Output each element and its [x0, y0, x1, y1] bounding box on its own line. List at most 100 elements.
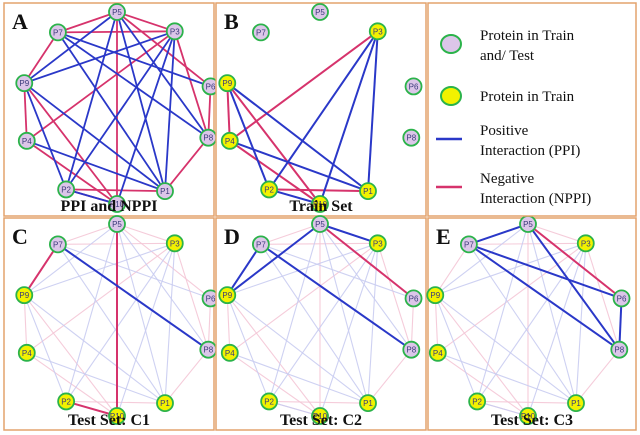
protein-node-circle [15, 286, 34, 305]
protein-node-circle [48, 23, 67, 42]
negative-edge-p7-p9 [23, 31, 59, 84]
faded-negative-edge-p7-p3 [468, 242, 586, 245]
faded-negative-edge-p8-p1 [164, 349, 209, 404]
protein-node-circle [15, 74, 34, 93]
faded-negative-edge-p5-p3 [116, 223, 175, 244]
protein-node-circle [48, 235, 67, 254]
protein-node-label: P6 [617, 294, 627, 303]
positive-edge-p4-p1 [229, 139, 369, 193]
panel-caption: PPI and NPPI [61, 198, 158, 215]
positive-edge-p5-p8 [116, 11, 210, 139]
protein-node-label: P8 [614, 346, 624, 355]
protein-node-circle [359, 394, 377, 413]
negative-edge-p3-p8 [173, 31, 210, 138]
faded-negative-edge-p3-p4 [437, 242, 587, 354]
protein-node-circle [57, 392, 76, 411]
negative-edge-p9-p10 [23, 82, 118, 205]
protein-node-label: P3 [170, 239, 180, 248]
faded-positive-edge-p3-p2 [476, 243, 587, 402]
protein-node-p9: P9 [218, 286, 237, 305]
faded-positive-edge-p5-p2 [476, 223, 529, 402]
protein-node-label: P10 [521, 412, 536, 421]
protein-node-p3: P3 [165, 234, 184, 253]
protein-node-p8: P8 [610, 340, 629, 359]
faded-negative-edge-p9-p10 [226, 294, 321, 417]
positive-edge-p5-p1 [116, 11, 166, 192]
protein-node-p8: P8 [199, 340, 218, 359]
protein-node-label: P1 [571, 399, 581, 408]
positive-edge-p4-p1 [26, 139, 166, 192]
edges [23, 223, 212, 417]
protein-node-label: P9 [222, 291, 232, 300]
protein-node-p2: P2 [57, 392, 76, 411]
negative-edge-p7-p5 [57, 11, 118, 34]
protein-node-label: P9 [19, 291, 29, 300]
panel-letter: E [436, 224, 451, 249]
faded-positive-edge-p5-p1 [527, 223, 577, 404]
faded-positive-edge-p7-p6 [260, 243, 414, 299]
faded-positive-edge-p3-p9 [24, 242, 175, 296]
faded-negative-edge-p3-p8 [377, 243, 412, 350]
protein-node-label: P2 [61, 397, 71, 406]
protein-node-p8: P8 [402, 128, 421, 147]
protein-node-circle [251, 23, 270, 42]
negative-edge-p9-p4 [23, 83, 28, 141]
protein-node-label: P1 [363, 187, 373, 196]
faded-negative-edge-p7-p5 [260, 223, 321, 245]
protein-node-p5: P5 [311, 215, 329, 233]
legend-node-symbol [440, 34, 462, 54]
protein-node-p8: P8 [199, 128, 218, 147]
protein-node-circle [251, 235, 270, 254]
faded-negative-edge-p5-p3 [527, 223, 586, 244]
faded-positive-edge-p5-p8 [319, 223, 412, 350]
faded-positive-edge-p7-p1 [260, 244, 369, 404]
panel-letter: A [12, 9, 28, 34]
negative-edge-p9-p10 [226, 82, 321, 205]
positive-edge-p3-p10 [116, 31, 176, 205]
protein-node-p3: P3 [165, 22, 184, 41]
protein-node-circle [576, 234, 595, 253]
protein-node-circle [220, 343, 239, 362]
protein-node-p4: P4 [428, 343, 447, 362]
protein-node-label: P6 [206, 294, 216, 303]
protein-node-circle [468, 392, 487, 411]
faded-negative-edge-p7-p9 [434, 244, 470, 296]
protein-node-label: P5 [112, 8, 122, 17]
protein-node-label: P7 [464, 240, 474, 249]
protein-node-p8: P8 [402, 340, 421, 359]
protein-node-p10: P10 [311, 195, 329, 213]
protein-node-circle [610, 340, 629, 359]
protein-node-p2: P2 [260, 392, 279, 411]
faded-positive-edge-p7-p1 [57, 244, 166, 404]
positive-edge-p5-p3 [319, 223, 379, 245]
legend-label: Interaction (NPPI) [480, 191, 591, 207]
faded-positive-edge-p3-p9 [435, 242, 586, 296]
protein-node-circle [567, 394, 585, 413]
protein-node-circle [311, 215, 329, 233]
protein-node-label: P7 [53, 28, 63, 37]
negative-edge-p3-p4 [26, 30, 176, 142]
legend-frame [427, 2, 637, 217]
positive-edge-p9-p1 [23, 82, 166, 192]
protein-node-label: P3 [373, 239, 383, 248]
positive-edge-p9-p2 [23, 82, 67, 190]
positive-edge-p7-p6 [468, 243, 622, 300]
negative-edge-p2-p1 [66, 188, 166, 193]
protein-node-circle [311, 195, 329, 213]
protein-node-label: P1 [160, 399, 170, 408]
legend-node-symbol [440, 86, 462, 106]
faded-positive-edge-p9-p1 [434, 294, 577, 404]
panel-letter: B [224, 9, 239, 34]
protein-node-label: P2 [264, 185, 274, 194]
protein-node-p4: P4 [17, 131, 36, 150]
faded-negative-edge-p7-p3 [260, 242, 378, 245]
protein-node-circle [311, 3, 329, 21]
faded-positive-edge-p4-p1 [437, 352, 577, 404]
negative-edge-p5-p6 [527, 223, 623, 300]
